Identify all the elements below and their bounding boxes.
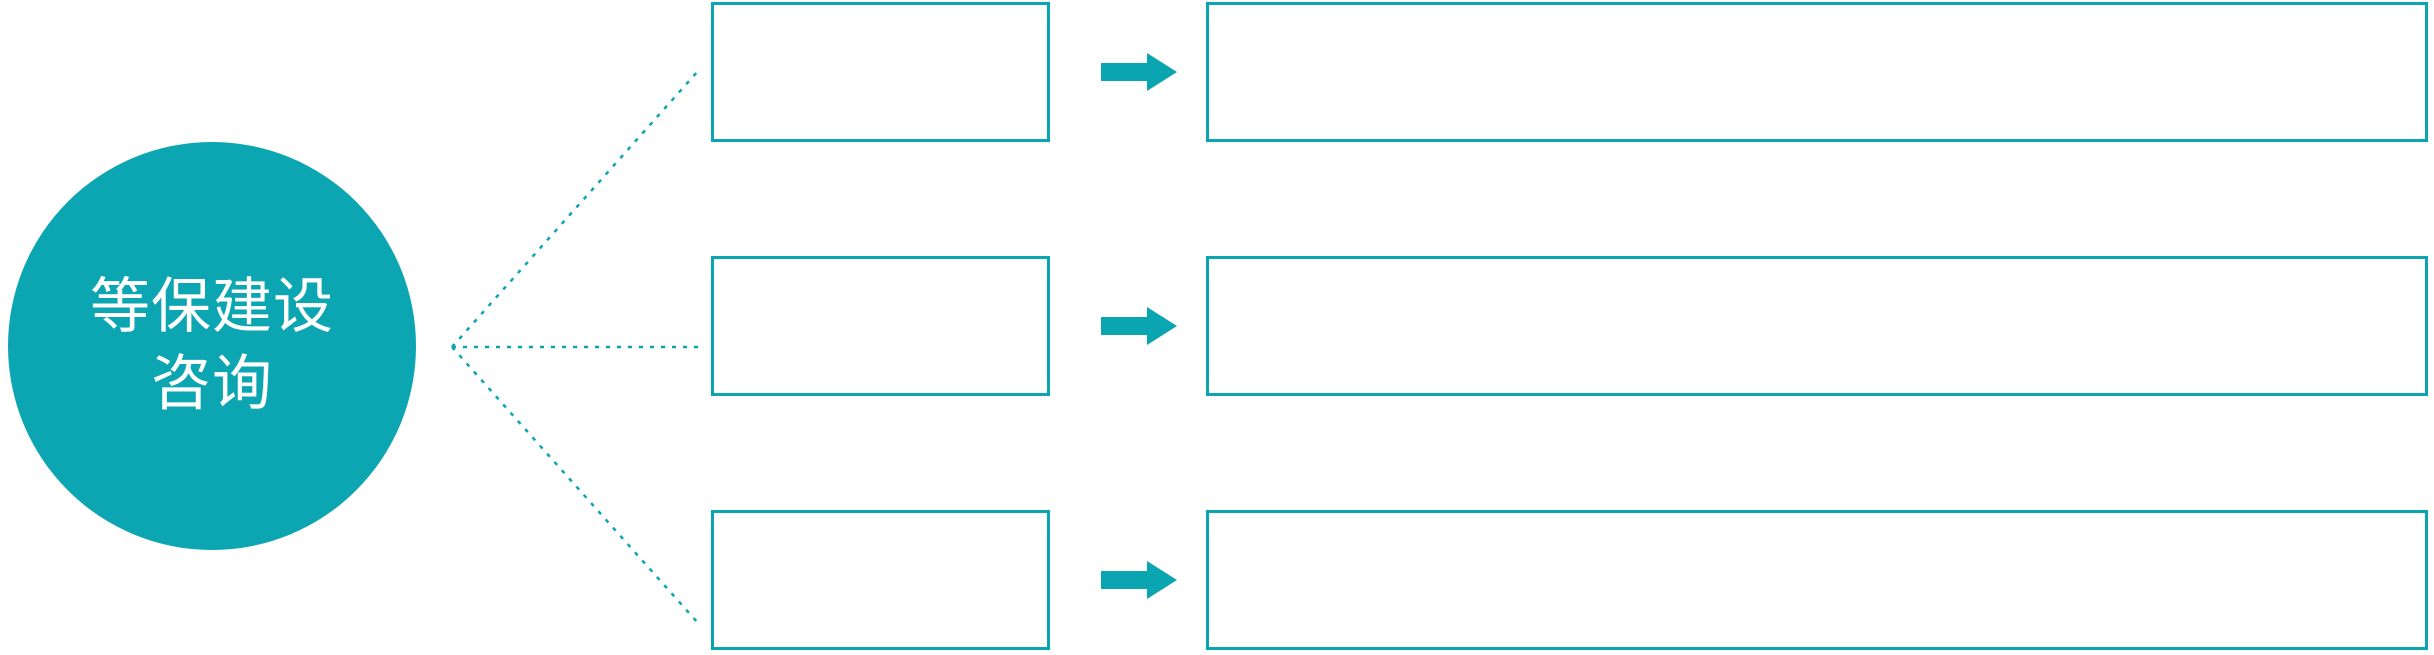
detail-box-1	[1206, 2, 2428, 142]
diagram-row-2	[711, 256, 2428, 396]
detail-box-2	[1206, 256, 2428, 396]
step-box-2	[711, 256, 1050, 396]
hub-label-line1: 等保建设	[90, 273, 334, 341]
arrow-right-icon	[1101, 561, 1177, 599]
arrow-right-icon	[1101, 307, 1177, 345]
connector-line-top	[451, 70, 699, 348]
hub-label-line2: 咨询	[151, 350, 273, 417]
detail-box-3	[1206, 510, 2428, 650]
diagram-row-3	[711, 510, 2428, 650]
step-box-3	[711, 510, 1050, 650]
arrow-right-icon	[1101, 53, 1177, 91]
hub-circle: 等保建设 咨询	[8, 142, 416, 550]
connector-line-bottom	[451, 346, 699, 624]
step-box-1	[711, 2, 1050, 142]
diagram-row-1	[711, 2, 2428, 142]
